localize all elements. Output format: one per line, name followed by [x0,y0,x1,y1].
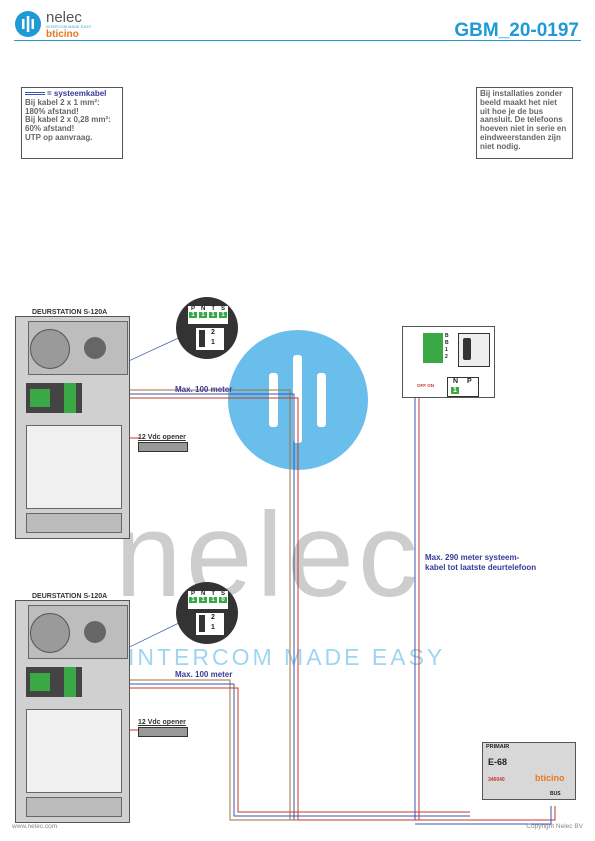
sub-brand: bticino [46,29,79,40]
station2-title: DEURSTATION S-120A [32,593,108,600]
ps-label-top: PRIMAIR [486,744,510,750]
button-frame [26,425,122,509]
ps-brand: bticino [535,773,565,783]
speaker-icon [30,613,70,653]
brand-name: nelec [46,9,82,26]
power-supply: PRIMAIR E-68 346040 bticino BUS [482,742,576,800]
phone-switch-label: OFF ON [417,383,434,388]
bottom-buttons [26,513,122,533]
phone-terminals [423,333,443,363]
button-frame [26,709,122,793]
jumper: 2 1 [196,613,224,635]
terminal-green [64,383,76,413]
camera-icon [84,621,106,643]
install-note: Bij installaties zonder beeld maakt het … [476,87,573,159]
station1-panel [15,316,130,539]
cable-note: = systeemkabel Bij kabel 2 x 1 mm²: 180%… [21,87,123,159]
system-cable-note: Max. 290 meter systeem- kabel tot laatst… [425,553,537,573]
station1-opener: 12 Vdc opener [138,434,188,452]
station2-panel [15,600,130,823]
station2-opener: 12 Vdc opener [138,719,188,737]
header-divider [14,40,581,41]
jumper: 2 1 [196,328,224,350]
station2-distance: Max. 100 meter [175,670,233,679]
camera-icon [84,337,106,359]
station1-distance: Max. 100 meter [175,385,233,394]
footer-copyright: Copyright Nelec BV [526,823,583,830]
bottom-buttons [26,797,122,817]
doc-code: GBM_20-0197 [454,20,579,41]
door-opener-icon [138,442,188,452]
watermark-tagline: INTERCOM MADE EASY [128,644,446,670]
station1-title: DEURSTATION S-120A [32,309,108,316]
brand-tagline: INTERCOM MADE EASY [46,25,92,29]
terminal-green [30,673,50,691]
terminal-green [64,667,76,697]
ps-model: E-68 [488,757,508,767]
station2-cables [79,679,470,821]
ps-code: 346040 [488,777,505,783]
watermark-text: nelec [115,488,422,622]
door-opener-icon [138,727,188,737]
header: nelec INTERCOM MADE EASY bticino [14,9,134,40]
watermark-logo-icon [228,330,368,470]
footer-website: www.nelec.com [12,823,58,830]
ps-bus-label: BUS [550,791,561,797]
cable-legend: = systeemkabel [25,89,119,99]
phone-dip: N P 1 [447,377,479,397]
terminal-green [30,389,50,407]
speaker-icon [30,329,70,369]
nelec-logo-icon [15,11,41,37]
handset-icon [458,333,490,367]
